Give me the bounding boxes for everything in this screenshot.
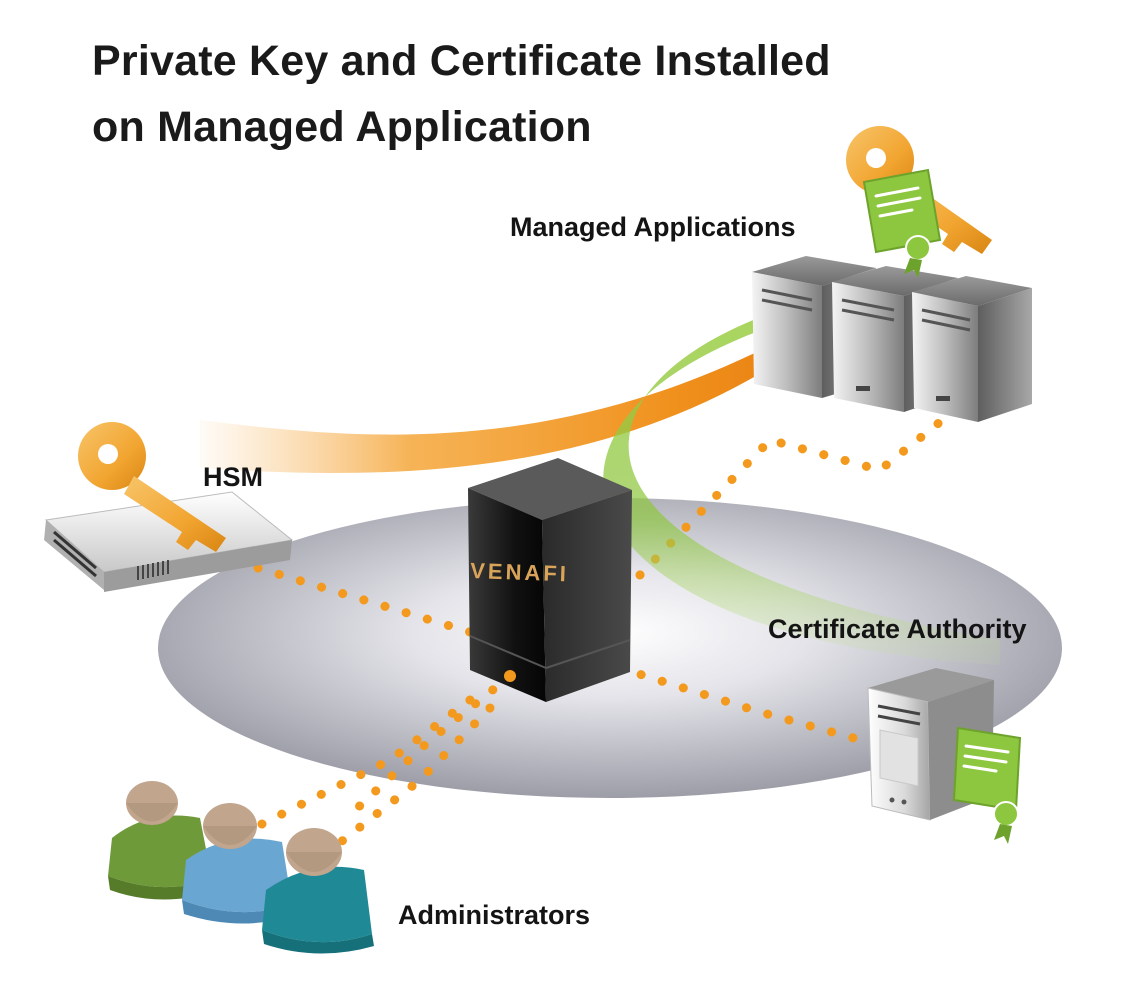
page-title: Private Key and Certificate Installed on… bbox=[92, 28, 831, 160]
connection-hsm bbox=[253, 563, 475, 637]
connection-admins bbox=[345, 671, 515, 820]
server-3 bbox=[912, 276, 1032, 422]
appliance-led bbox=[504, 670, 516, 682]
managed-application-servers bbox=[752, 256, 1032, 422]
hsm-key-icon bbox=[78, 422, 226, 552]
managed-apps-certificate-icon bbox=[862, 168, 942, 278]
administrators-group bbox=[108, 781, 374, 954]
page-title-line-2: on Managed Application bbox=[92, 103, 592, 151]
connection-servers bbox=[635, 413, 950, 580]
connection-ca bbox=[615, 663, 873, 747]
label-certificate-authority: Certificate Authority bbox=[768, 614, 1027, 644]
connection-admins-3 bbox=[300, 703, 495, 875]
page-title-line-1: Private Key and Certificate Installed bbox=[92, 37, 831, 85]
green-certificate-arc bbox=[603, 300, 1000, 665]
ca-certificate-icon bbox=[952, 726, 1022, 844]
venafi-appliance: VENAFI bbox=[468, 458, 632, 702]
venafi-logo: VENAFI bbox=[470, 558, 569, 586]
label-administrators: Administrators bbox=[398, 900, 591, 930]
orange-key-arc bbox=[200, 330, 800, 474]
administrator-3 bbox=[262, 828, 374, 954]
label-managed-applications: Managed Applications bbox=[510, 212, 796, 242]
hsm-device bbox=[44, 491, 294, 592]
label-hsm: HSM bbox=[203, 462, 263, 492]
